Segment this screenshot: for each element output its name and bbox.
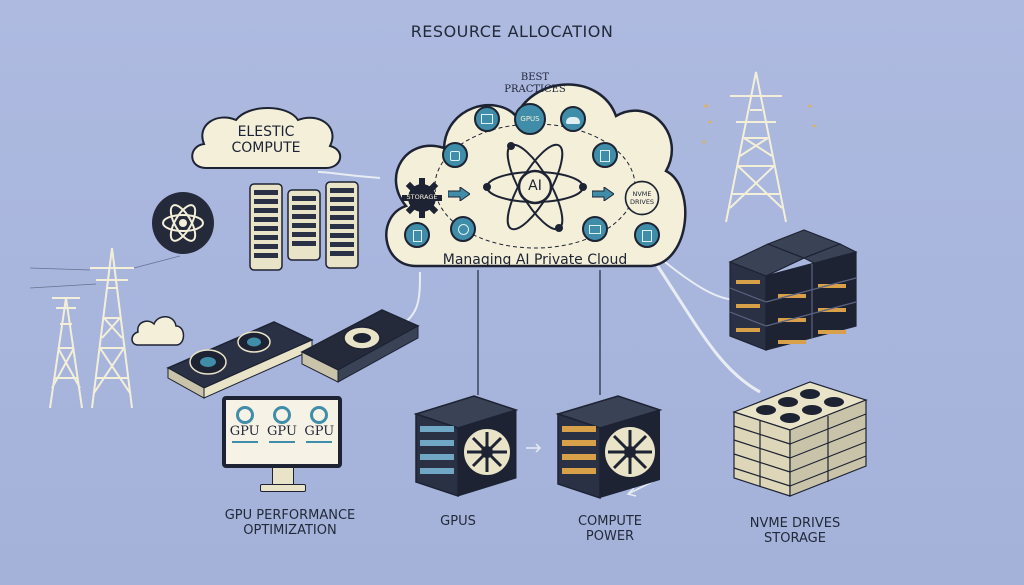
globe-icon — [450, 216, 476, 242]
atom-circle-icon — [152, 192, 214, 254]
nvme-label-line1: NVME — [632, 190, 652, 198]
nvme-label: NVME DRIVES — [620, 190, 664, 206]
cloud-storage-icon — [560, 106, 586, 132]
private-cloud: BEST PRACTICES GPUS STORAGE — [376, 66, 694, 280]
storage-cubes — [728, 229, 858, 351]
gauge-icon — [235, 406, 254, 424]
ai-atom-icon — [483, 142, 587, 232]
server-icon — [592, 142, 618, 168]
gauge-icon — [310, 406, 329, 424]
caption-gpus: GPUS — [440, 514, 476, 529]
gpu-gauge-2: GPU — [266, 406, 298, 444]
monitor-small-icon — [582, 216, 608, 242]
caption-compute-line2: POWER — [585, 529, 635, 544]
gpu-gauge-1: GPU — [229, 406, 261, 444]
arrow-right-icon — [448, 187, 470, 201]
gpu-gauge-label: GPU — [304, 424, 335, 439]
gpu-card-left — [166, 321, 314, 399]
gpus-server — [413, 395, 519, 498]
elastic-compute-label: ELESTIC COMPUTE — [188, 124, 344, 156]
monitor-stand — [272, 468, 294, 484]
elastic-compute-cloud: ELESTIC COMPUTE — [188, 106, 344, 172]
storage-gear-icon: STORAGE — [402, 178, 442, 218]
gpus-icon-label: GPUS — [520, 115, 540, 123]
gpu-gauge-label: GPU — [267, 424, 297, 439]
caption-gpu-performance-line2: OPTIMIZATION — [243, 523, 337, 538]
caption-nvme-line1: NVME DRIVES — [749, 516, 841, 531]
document-icon — [404, 222, 430, 248]
compute-power-server — [555, 395, 663, 500]
best-practices-line1: BEST — [520, 72, 550, 83]
elastic-label-line2: COMPUTE — [231, 140, 301, 156]
caption-compute-line1: COMPUTE — [577, 514, 643, 529]
nvme-storage-servers — [732, 381, 868, 497]
gpu-gauge-3: GPU — [303, 406, 335, 444]
small-cloud-icon — [131, 316, 185, 346]
caption-compute-power: COMPUTE POWER — [550, 514, 670, 544]
caption-gpu-performance: GPU PERFORMANCE OPTIMIZATION — [200, 508, 380, 538]
cloud-main-label: Managing AI Private Cloud — [442, 252, 628, 268]
power-tower-right — [702, 71, 816, 223]
caption-nvme-line2: STORAGE — [764, 531, 826, 546]
nvme-label-line2: DRIVES — [629, 198, 655, 206]
caption-gpu-performance-line1: GPU PERFORMANCE — [224, 508, 356, 523]
file-icon — [634, 222, 660, 248]
power-towers-left — [30, 247, 180, 409]
best-practices-line2: PRACTICES — [504, 84, 566, 95]
monitor-base — [260, 484, 306, 492]
server-racks — [249, 181, 359, 271]
rack-icon — [474, 106, 500, 132]
nvme-gear-icon: NVME DRIVES — [620, 176, 664, 220]
gauge-icon — [272, 406, 291, 424]
ai-label: AI — [528, 178, 542, 194]
gpu-card-right — [300, 309, 420, 383]
storage-label: STORAGE — [406, 193, 438, 201]
gpu-monitor: GPU GPU GPU — [222, 396, 346, 500]
arrow-right-icon-2 — [592, 187, 614, 201]
monitor-screen: GPU GPU GPU — [222, 396, 342, 468]
best-practices-label: BEST PRACTICES — [376, 72, 694, 96]
gpu-gauge-label: GPU — [229, 424, 260, 439]
elastic-label-line1: ELESTIC — [237, 124, 295, 140]
caption-nvme-storage: NVME DRIVES STORAGE — [720, 516, 870, 546]
chip-icon — [442, 142, 468, 168]
gpus-icon: GPUS — [514, 103, 546, 135]
diagram-title: RESOURCE ALLOCATION — [410, 22, 614, 41]
server-rack-1 — [249, 183, 283, 271]
cube-row-top — [728, 229, 858, 277]
